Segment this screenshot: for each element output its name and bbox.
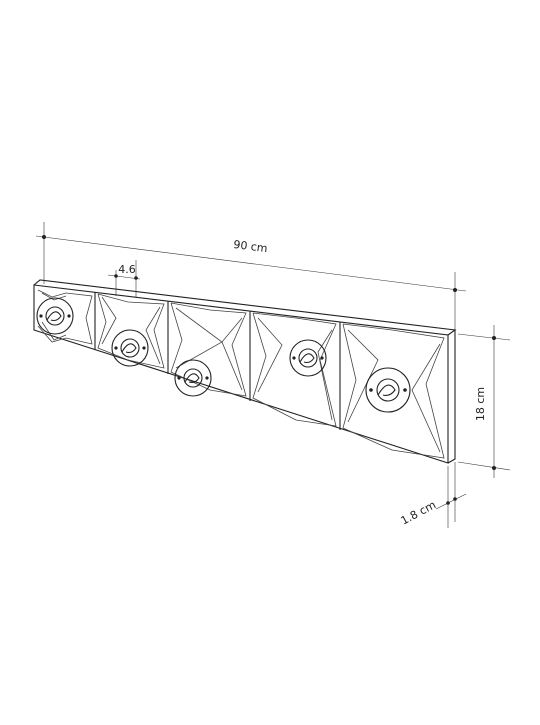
height-label: 18 cm [474, 387, 487, 421]
extension-line [457, 461, 511, 471]
hooks [36, 297, 411, 413]
dimension-dot [453, 288, 457, 292]
pattern-shape [37, 289, 93, 345]
width-dimension: 90 cm [35, 222, 467, 330]
pattern-shape [317, 329, 333, 421]
hook [289, 339, 327, 377]
hook-icon [377, 384, 396, 396]
pattern-shape [41, 292, 67, 301]
pattern-shape [411, 343, 441, 453]
screw-icon [205, 376, 209, 380]
extension-line [457, 333, 511, 341]
hook-plate [365, 367, 411, 413]
hook-ring [45, 306, 65, 326]
dimension-line [35, 235, 467, 292]
width-label: 90 cm [233, 238, 269, 255]
board-right-edge [447, 330, 456, 464]
pattern-shape [145, 306, 161, 365]
screw-icon [142, 346, 146, 350]
hook-plate [36, 297, 74, 335]
hook-plate [289, 339, 327, 377]
hook-ring [183, 368, 203, 388]
screw-icon [39, 314, 43, 318]
hook-offset-label: 4.6 [118, 263, 136, 276]
pattern-shape [252, 312, 337, 427]
screw-icon [292, 356, 296, 360]
hook-icon [299, 353, 315, 364]
dimension-dot [114, 274, 118, 278]
pattern-shape [257, 317, 283, 393]
hook [174, 359, 212, 397]
pattern-shape [97, 293, 165, 369]
dimension-dot [134, 276, 138, 280]
screw-icon [67, 314, 71, 318]
pattern-shape [101, 296, 117, 345]
screw-icon [114, 346, 118, 350]
dimension-dot [42, 235, 46, 239]
hook [111, 329, 149, 367]
dimension-dot [492, 336, 496, 340]
geometric-pattern [37, 289, 445, 459]
hook-ring [120, 338, 140, 358]
height-dimension: 18 cm [457, 325, 511, 478]
hook-icon [46, 311, 62, 322]
screw-icon [177, 376, 181, 380]
depth-label: 1.8 cm [399, 498, 438, 527]
hook-plate [174, 359, 212, 397]
pattern-shape [170, 302, 247, 397]
depth-dimension: 1.8 cm [399, 462, 467, 528]
hook-ring [298, 348, 318, 368]
board-front-face [33, 284, 449, 464]
pattern-shape [41, 321, 67, 341]
pattern-shape [175, 317, 243, 369]
hook-ring [376, 378, 400, 402]
dimension-dot [492, 466, 496, 470]
screw-icon [369, 388, 373, 392]
screw-icon [403, 388, 407, 392]
hook-icon [121, 343, 137, 354]
board [33, 279, 457, 464]
hook [36, 297, 74, 335]
hook-offset-dimension: 4.6 [107, 260, 141, 298]
screw-icon [320, 356, 324, 360]
dimension-dot [453, 497, 457, 501]
pattern-shape [347, 329, 379, 423]
board-top-edge [33, 279, 457, 336]
pattern-shape [342, 323, 445, 459]
hook [365, 367, 411, 413]
dimension-dot [446, 501, 450, 505]
hook-plate [111, 329, 149, 367]
dimension-line [435, 493, 467, 510]
hook-icon [184, 373, 200, 384]
